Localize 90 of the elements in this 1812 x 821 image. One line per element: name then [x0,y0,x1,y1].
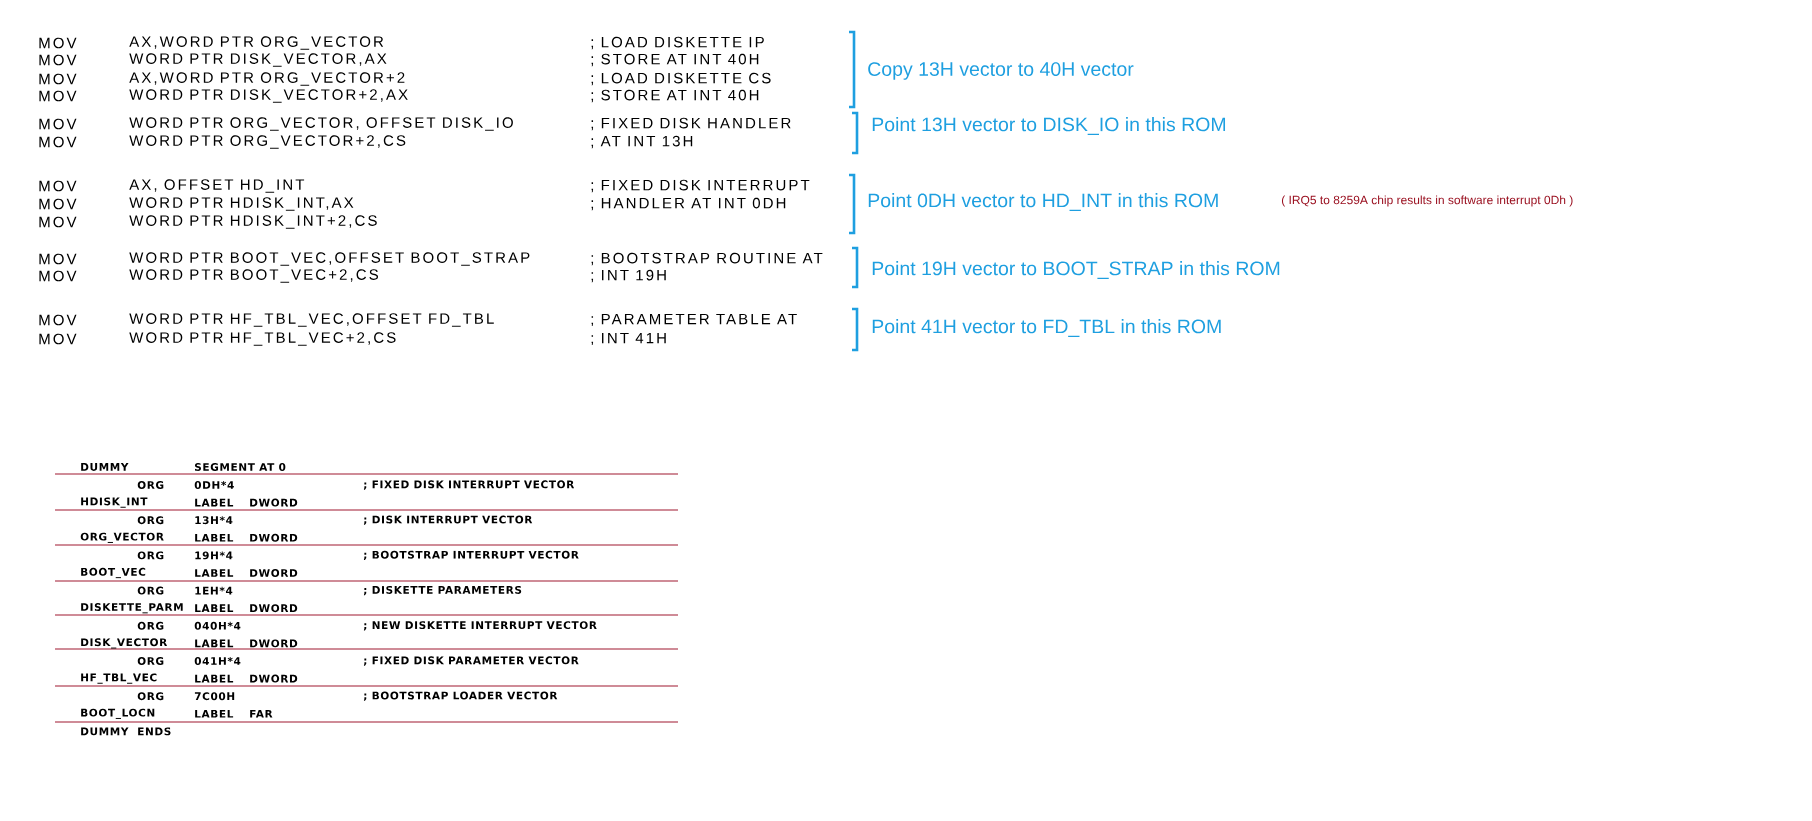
code-text: MOV [39,90,77,102]
table-cell: LABEL [195,498,234,507]
code-text: MOV [39,37,77,49]
code-text: MOV [39,216,77,228]
table-cell: ENDS [138,727,171,736]
code-text: WORD PTR DISK_VECTOR,AX [129,53,387,67]
code-text: WORD PTR HF_TBL_VEC+2,CS [129,332,396,346]
annotation-text: Point 0DH vector to HD_INT in this ROM [868,193,1218,211]
code-text: WORD PTR ORG_VECTOR+2,CS [129,135,406,149]
code-text: MOV [39,314,77,326]
annotation-text: Point 41H vector to FD_TBL in this ROM [872,319,1221,337]
code-text: WORD PTR BOOT_VEC+2,CS [129,269,379,283]
code-comment: ; STORE AT INT 40H [591,53,759,67]
code-text: MOV [39,253,77,265]
table-cell: ; DISKETTE PARAMETERS [363,585,522,596]
table-cell: ORG [137,586,164,595]
table-cell: LABEL [195,569,234,577]
table-cell: LABEL [195,639,234,648]
code-text: MOV [39,73,77,85]
table-cell: BOOT_VEC [81,567,146,579]
table-cell: ORG [137,657,164,665]
code-text: WORD PTR HDISK_INT,AX [129,197,354,211]
table-cell: ; FIXED DISK INTERRUPT VECTOR [363,480,575,490]
code-text: WORD PTR BOOT_VEC,OFFSET BOOT_STRAP [129,252,530,266]
code-text: MOV [39,54,77,66]
code-text: MOV [39,136,77,148]
table-cell: ORG [137,551,164,560]
code-comment: ; FIXED DISK INTERRUPT [591,179,810,193]
code-comment: ; STORE AT INT 40H [591,89,759,103]
table-cell: 13H*4 [195,516,233,525]
table-cell: DWORD [250,639,298,648]
note-text: ( IRQ5 to 8259A chip results in software interrupt 0Dh ) [1281,195,1573,207]
table-cell: DWORD [250,569,298,577]
code-comment: ; LOAD DISKETTE CS [591,72,771,86]
code-comment: ; HANDLER AT INT 0DH [591,197,786,211]
table-cell: 19H*4 [195,551,233,560]
table-cell: FAR [250,709,273,718]
table-cell: ORG [137,692,164,701]
code-text: WORD PTR HDISK_INT+2,CS [129,215,377,229]
code-comment: ; LOAD DISKETTE IP [591,36,764,50]
table-cell: ; NEW DISKETTE INTERRUPT VECTOR [363,621,597,631]
code-text: AX,WORD PTR ORG_VECTOR [129,36,384,50]
table-cell: ; DISK INTERRUPT VECTOR [363,515,533,525]
table-cell: DWORD [250,604,298,613]
table-cell: ; BOOTSTRAP INTERRUPT VECTOR [363,550,579,561]
table-cell: 0DH*4 [194,481,234,489]
code-text: AX,WORD PTR ORG_VECTOR+2 [129,72,405,86]
table-cell: LABEL [195,533,234,542]
table-cell: DWORD [250,533,298,542]
code-text: MOV [39,118,77,130]
table-cell: LABEL [195,674,234,683]
code-text: MOV [39,270,77,282]
table-cell: DUMMY [81,463,129,471]
table-cell: ORG [137,516,164,525]
code-text: WORD PTR ORG_VECTOR, OFFSET DISK_IO [129,117,513,131]
table-cell: DWORD [250,674,298,683]
table-cell: 040H*4 [194,621,241,630]
code-text: WORD PTR HF_TBL_VEC,OFFSET FD_TBL [129,313,494,327]
code-comment: ; BOOTSTRAP ROUTINE AT [591,252,823,266]
table-cell: ; BOOTSTRAP LOADER VECTOR [363,691,558,701]
table-cell: HDISK_INT [81,497,148,508]
table-cell: ORG [137,621,164,630]
code-comment: ; INT 41H [591,332,666,346]
code-text: MOV [39,180,77,192]
table-cell: BOOT_LOCN [81,708,155,719]
code-text: WORD PTR DISK_VECTOR+2,AX [129,89,408,103]
code-comment: ; FIXED DISK HANDLER [591,117,791,131]
code-comment: ; INT 19H [591,269,666,283]
table-cell: 7C00H [194,692,235,701]
table-cell: SEGMENT AT 0 [194,463,286,471]
table-cell: DISK_VECTOR [81,638,168,649]
code-comment: ; PARAMETER TABLE AT [591,313,797,327]
table-cell: DISKETTE_PARM [81,603,183,614]
code-comment: ; AT INT 13H [591,135,693,149]
code-text: MOV [39,198,77,210]
code-text: AX, OFFSET HD_INT [129,179,305,193]
table-cell: LABEL [195,604,234,612]
table-cell: 041H*4 [194,657,241,665]
table-cell: DUMMY [81,727,129,736]
table-cell: ; FIXED DISK PARAMETER VECTOR [363,656,579,666]
table-cell: ORG_VECTOR [80,532,164,543]
annotation-text: Point 13H vector to DISK_IO in this ROM [872,117,1225,135]
annotation-text: Copy 13H vector to 40H vector [868,62,1134,80]
table-cell: 1EH*4 [195,586,233,595]
table-cell: LABEL [195,709,234,718]
annotation-text: Point 19H vector to BOOT_STRAP in this ROM [872,261,1280,279]
table-cell: DWORD [250,498,298,507]
code-text: MOV [39,333,77,345]
table-cell: ORG [137,481,164,489]
table-cell: HF_TBL_VEC [81,673,157,684]
